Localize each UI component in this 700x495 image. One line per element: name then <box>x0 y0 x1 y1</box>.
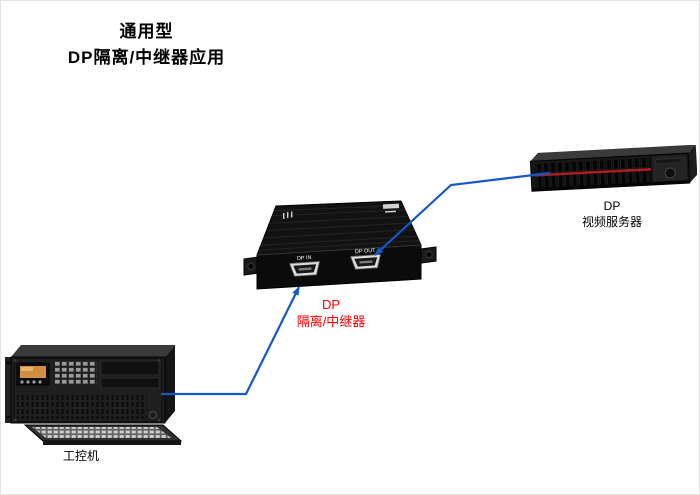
industrial-pc-illustration <box>5 345 183 445</box>
industrial-pc-device <box>5 331 189 451</box>
ipc-label: 工控机 <box>21 448 141 464</box>
server-label-line1: DP <box>603 199 621 213</box>
video-server-device <box>529 144 698 201</box>
dp-in-port-label: DP IN <box>297 255 312 262</box>
server-led-strip <box>535 168 652 177</box>
server-logo-badge <box>664 167 676 179</box>
ipc-drive-bay-1 <box>100 360 160 376</box>
repeater-caption-line2: 隔离/中继器 <box>296 314 366 329</box>
title-line2: DP隔离/中继器应用 <box>67 48 226 67</box>
server-bottom-edge <box>531 180 690 192</box>
repeater-right-screw-hole <box>425 250 433 259</box>
ipc-drive-bay-2 <box>100 377 160 389</box>
repeater-caption-line1: DP <box>321 297 341 312</box>
ipc-ear-screw-bottom <box>6 415 10 419</box>
repeater-caption: DP 隔离/中继器 <box>269 296 393 330</box>
ipc-display-highlight <box>21 367 33 371</box>
ipc-vent-grille <box>17 393 147 419</box>
server-top-face <box>530 144 696 162</box>
ipc-left-rack-ear <box>5 357 11 423</box>
ipc-keypad <box>55 361 97 385</box>
ipc-top-face <box>11 345 175 357</box>
ipc-tray-front-lip <box>43 441 181 445</box>
ipc-display-buttons <box>20 380 42 384</box>
dp-in-port: DP IN <box>289 255 321 277</box>
ipc-panel-screws <box>13 359 161 422</box>
dp-repeater-illustration: DP IN DP OUT <box>243 200 437 290</box>
server-side-face <box>688 144 698 184</box>
server-label-line2: 视频服务器 <box>581 215 642 229</box>
ipc-side-face <box>165 345 175 423</box>
diagram-title: 通用型 DP隔离/中继器应用 <box>29 19 264 71</box>
ipc-power-button <box>149 411 157 419</box>
ipc-keyboard-keys <box>32 427 171 438</box>
dp-out-port-label: DP OUT <box>355 248 377 255</box>
repeater-left-screw-hole <box>247 262 255 271</box>
dp-out-port: DP OUT <box>350 248 382 270</box>
ipc-label-text: 工控机 <box>62 449 99 463</box>
video-server-illustration <box>529 144 698 192</box>
dp-repeater-device: DP IN DP OUT <box>237 197 437 303</box>
server-label: DP 视频服务器 <box>557 198 667 230</box>
title-line1: 通用型 <box>119 22 174 41</box>
server-optical-drive <box>655 158 682 165</box>
ipc-ear-screw-top <box>6 361 10 365</box>
